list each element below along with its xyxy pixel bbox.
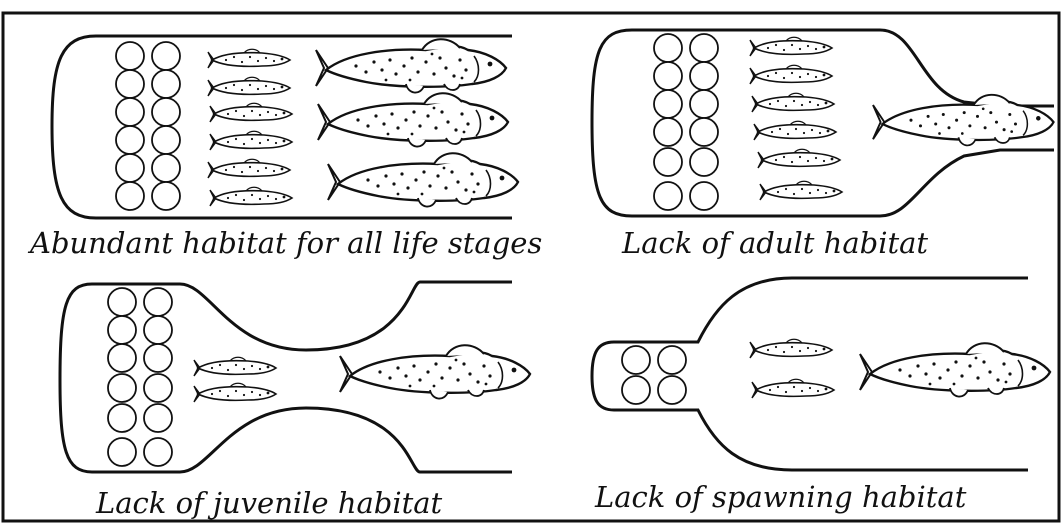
adult-fish-group [340, 345, 530, 398]
egg-cluster [116, 42, 180, 210]
panel-lack-spawning [592, 278, 1050, 470]
caption-abundant: Abundant habitat for all life stages [30, 226, 542, 260]
adult-fish-group [316, 39, 518, 206]
juvenile-fish-group [750, 37, 842, 200]
adult-fish-group [860, 343, 1050, 396]
juvenile-fish-group [194, 357, 276, 402]
juvenile-fish-group [750, 339, 834, 398]
panel-abundant [52, 36, 518, 218]
panel-lack-juvenile [60, 282, 530, 472]
egg-cluster [108, 288, 172, 466]
panel-lack-adult [592, 30, 1054, 216]
caption-lack-adult: Lack of adult habitat [622, 226, 928, 260]
egg-cluster [654, 34, 718, 210]
caption-lack-juvenile: Lack of juvenile habitat [96, 486, 442, 520]
caption-lack-spawning: Lack of spawning habitat [595, 480, 966, 514]
juvenile-fish-group [208, 49, 292, 206]
egg-cluster [622, 346, 686, 404]
